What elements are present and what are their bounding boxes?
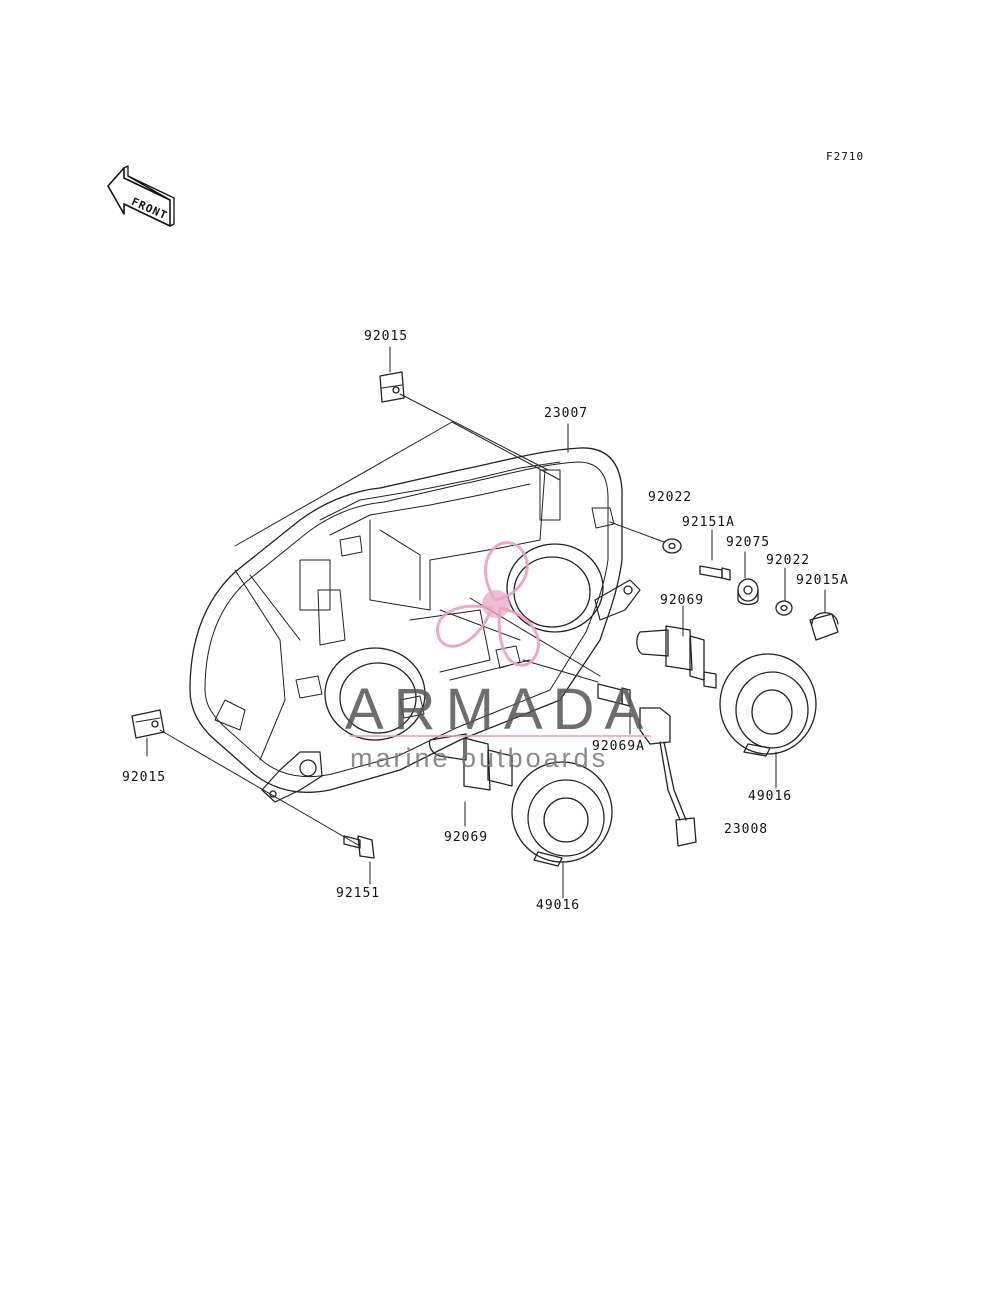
part-label: 92069 (660, 593, 705, 608)
upper-lens (506, 543, 604, 633)
front-arrow-icon (107, 165, 175, 227)
part-label: 92015 (122, 770, 167, 785)
part-label: 49016 (536, 898, 581, 913)
bulb-92069-right (636, 625, 717, 689)
grommet-92075 (737, 578, 759, 606)
nut-92015A (809, 612, 839, 641)
part-label: 23007 (544, 406, 589, 421)
part-label: 23008 (724, 822, 769, 837)
cap-49016-bottom (511, 761, 613, 867)
part-label: 92015 (364, 329, 409, 344)
bulb-92069A (597, 683, 631, 707)
leader-lines (146, 346, 826, 899)
washer-92022-a (662, 538, 682, 554)
watermark-logo (436, 541, 541, 667)
washer-92022-b (775, 600, 793, 616)
bolt-92151 (343, 835, 375, 859)
part-label: 92151A (682, 515, 735, 530)
part-label: 92022 (648, 490, 693, 505)
part-label: 92022 (766, 553, 811, 568)
figure-code: F2710 (826, 150, 865, 163)
lower-lens (324, 647, 426, 741)
cap-49016-right (719, 653, 817, 757)
part-label: 92015A (796, 573, 849, 588)
part-label: 49016 (748, 789, 793, 804)
part-label: 92151 (336, 886, 381, 901)
clip-92015-left (131, 709, 165, 739)
socket-harness-23008 (639, 707, 697, 847)
part-label: 92075 (726, 535, 771, 550)
part-label: 92069A (592, 739, 645, 754)
stud-92151A (699, 565, 731, 581)
part-label: 92069 (444, 830, 489, 845)
watermark-title: ARMADA (345, 677, 654, 742)
watermark-subtitle: marine outboards (350, 743, 609, 773)
headlight-housing (189, 447, 641, 803)
bulb-92069-bottom (428, 733, 513, 791)
clip-92015-top (379, 371, 405, 403)
